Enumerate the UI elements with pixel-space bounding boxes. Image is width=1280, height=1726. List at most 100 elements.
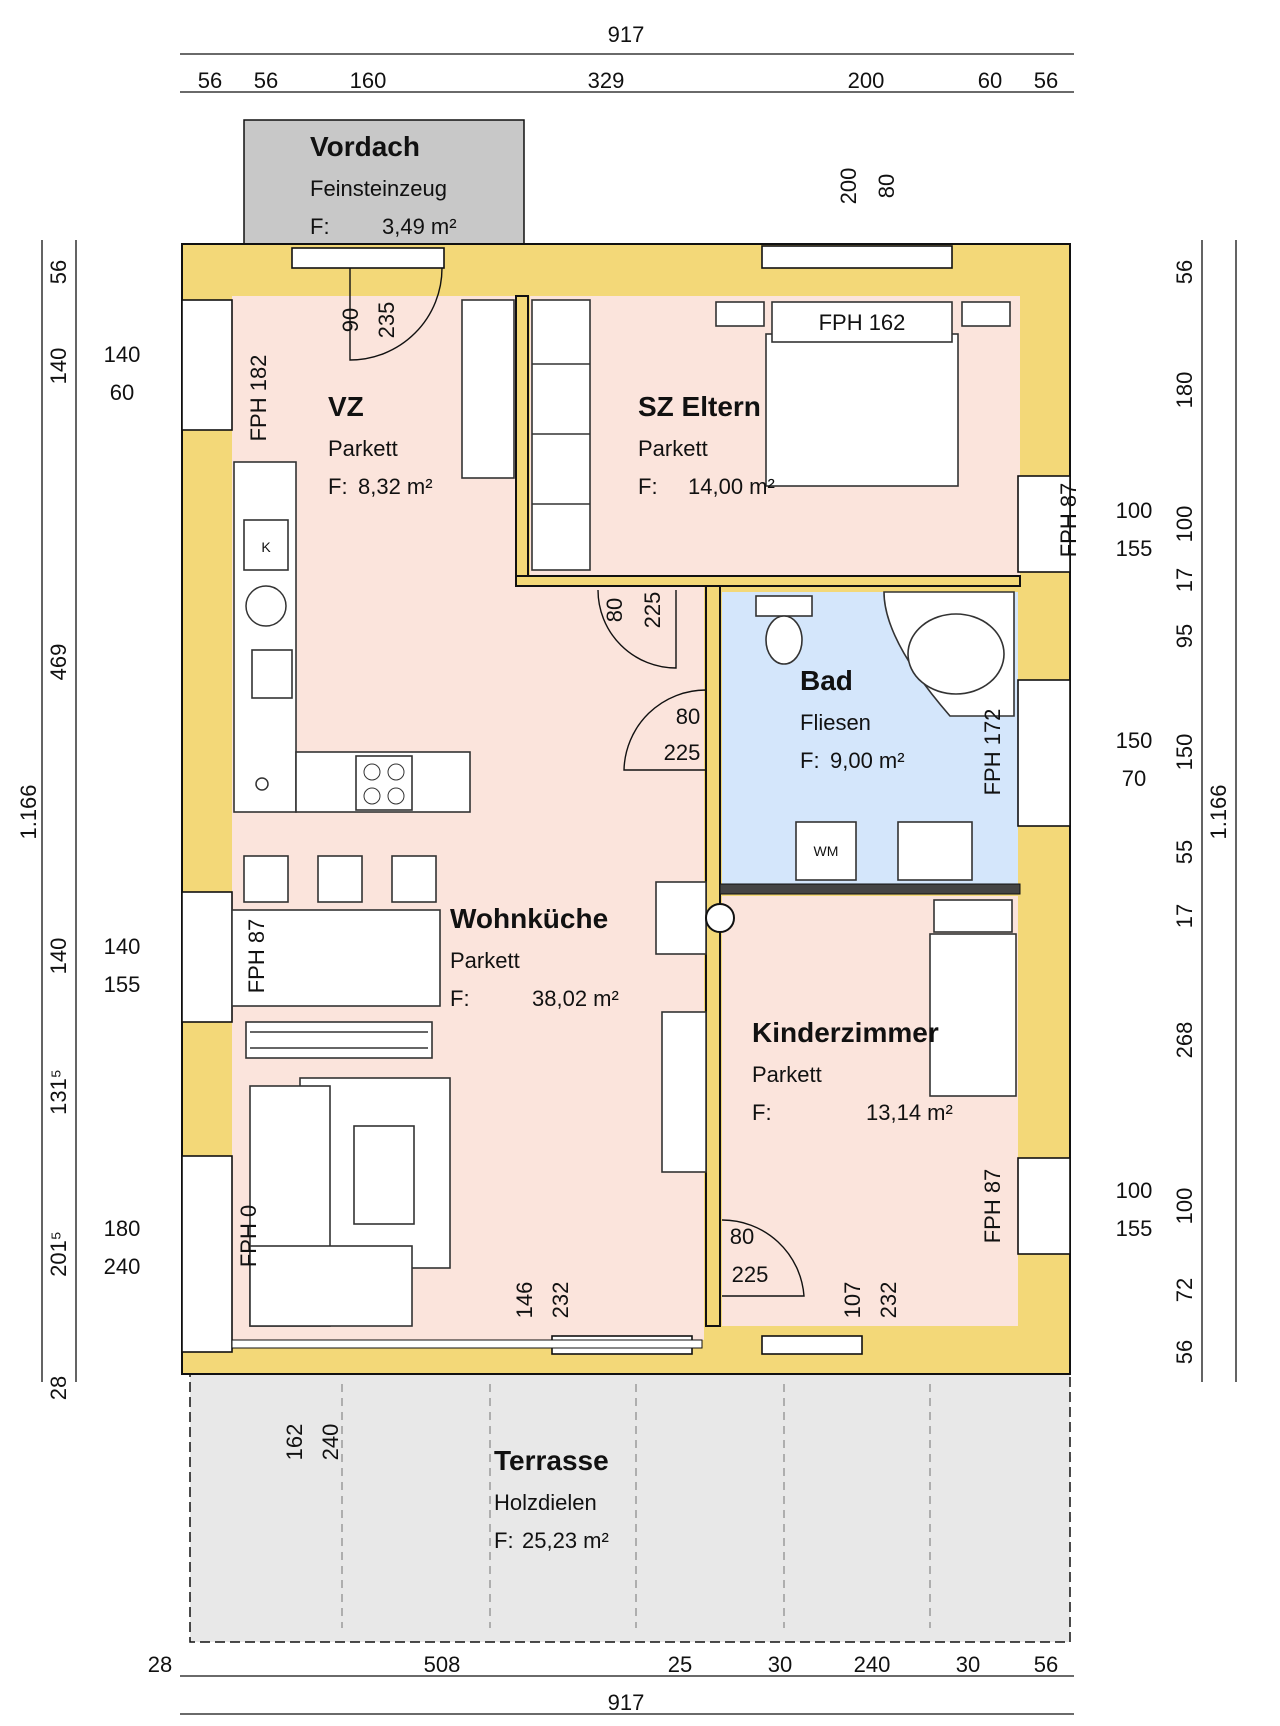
- svg-text:30: 30: [768, 1652, 792, 1677]
- window-right-3[interactable]: [1017, 1157, 1071, 1255]
- svg-text:25: 25: [668, 1652, 692, 1677]
- window-left-3[interactable]: [181, 1155, 233, 1353]
- terrace-door-2[interactable]: [761, 1335, 863, 1355]
- svg-text:3,49 m²: 3,49 m²: [382, 214, 457, 239]
- svg-text:95: 95: [1172, 624, 1197, 648]
- svg-text:28: 28: [46, 1376, 71, 1400]
- toilet: [755, 595, 813, 617]
- svg-text:508: 508: [424, 1652, 461, 1677]
- bathtub-basin: [907, 613, 1005, 695]
- sink-icon: [245, 585, 287, 627]
- svg-text:140: 140: [104, 934, 141, 959]
- window-right-2[interactable]: [1017, 679, 1071, 827]
- svg-text:70: 70: [1122, 766, 1146, 791]
- svg-text:155: 155: [1116, 1216, 1153, 1241]
- svg-text:F:: F:: [800, 748, 820, 773]
- svg-text:140: 140: [104, 342, 141, 367]
- room-vordach: Vordach Feinsteinzeug F: 3,49 m²: [310, 131, 457, 239]
- svg-text:Bad: Bad: [800, 665, 853, 696]
- nightstand-right: [961, 301, 1011, 327]
- svg-text:240: 240: [854, 1652, 891, 1677]
- svg-text:Fliesen: Fliesen: [800, 710, 871, 735]
- toilet-bowl: [765, 615, 803, 665]
- svg-text:F:: F:: [450, 986, 470, 1011]
- svg-text:107: 107: [840, 1282, 865, 1319]
- svg-text:100: 100: [1172, 506, 1197, 543]
- dining-table: [231, 909, 441, 1007]
- door-entry[interactable]: [349, 267, 443, 361]
- svg-text:56: 56: [46, 260, 71, 284]
- svg-text:56: 56: [1034, 68, 1058, 93]
- door-sz[interactable]: [597, 589, 677, 669]
- svg-text:150: 150: [1116, 728, 1153, 753]
- svg-text:100: 100: [1116, 1178, 1153, 1203]
- window-top-bed[interactable]: [761, 245, 953, 269]
- nightstand-left: [715, 301, 765, 327]
- dim-bottom-total: 917: [608, 1690, 645, 1715]
- door-bad[interactable]: [623, 689, 707, 771]
- washer: [795, 821, 857, 881]
- dims-bottom: 28 508 25 30 240 30 56 917: [148, 1652, 1058, 1715]
- svg-text:162: 162: [282, 1424, 307, 1461]
- window-left-2[interactable]: [181, 891, 233, 1023]
- room-vz: VZ Parkett F: 8,32 m²: [328, 391, 433, 499]
- tv-sideboard: [661, 1011, 707, 1173]
- oven: [251, 649, 293, 699]
- window-labels: 140 60 140 155 180 240 100 155 150 70 10…: [104, 168, 1153, 1279]
- svg-text:90: 90: [338, 308, 363, 332]
- washer-label: WM: [814, 843, 839, 859]
- svg-text:FPH 172: FPH 172: [980, 709, 1005, 796]
- svg-text:Parkett: Parkett: [752, 1062, 822, 1087]
- svg-text:25,23 m²: 25,23 m²: [522, 1528, 609, 1553]
- svg-text:9,00 m²: 9,00 m²: [830, 748, 905, 773]
- fridge-label: K: [261, 539, 271, 555]
- svg-text:235: 235: [374, 302, 399, 339]
- svg-text:80: 80: [676, 704, 700, 729]
- svg-text:72: 72: [1172, 1278, 1197, 1302]
- window-top-entry[interactable]: [291, 247, 445, 269]
- partition-bad-left: [705, 585, 721, 1327]
- svg-text:200: 200: [848, 68, 885, 93]
- svg-text:56: 56: [1034, 1652, 1058, 1677]
- door-kinder[interactable]: [721, 1219, 805, 1297]
- window-right-1[interactable]: [1017, 475, 1071, 573]
- svg-text:140: 140: [46, 938, 71, 975]
- svg-text:Parkett: Parkett: [328, 436, 398, 461]
- partition-sz-bottom: [515, 575, 1021, 587]
- room-kinderzimmer: Kinderzimmer Parkett F: 13,14 m²: [752, 1017, 953, 1125]
- svg-text:155: 155: [104, 972, 141, 997]
- cooktop: [355, 755, 413, 811]
- opening-labels: 90 235 80 225 80 225 80 225 146 232 107 …: [282, 302, 901, 1461]
- coffee-table: [353, 1125, 415, 1225]
- svg-text:180: 180: [104, 1216, 141, 1241]
- svg-text:240: 240: [104, 1254, 141, 1279]
- svg-text:131⁵: 131⁵: [46, 1069, 71, 1115]
- terrace-area: [189, 1371, 1071, 1643]
- chimney-flue-icon: [705, 903, 735, 933]
- svg-text:225: 225: [732, 1262, 769, 1287]
- stool-3: [391, 855, 437, 903]
- room-wohnkueche: Wohnküche Parkett F: 38,02 m²: [450, 903, 619, 1011]
- svg-text:60: 60: [978, 68, 1002, 93]
- svg-text:100: 100: [1116, 498, 1153, 523]
- stool-1: [243, 855, 289, 903]
- double-bed: [765, 333, 959, 487]
- dims-top: 917 56 56 160 329 200 60 56: [198, 22, 1058, 93]
- svg-text:469: 469: [46, 644, 71, 681]
- svg-text:FPH 182: FPH 182: [246, 355, 271, 442]
- svg-text:80: 80: [602, 598, 627, 622]
- partition-sz-left: [515, 295, 529, 587]
- svg-text:17: 17: [1172, 904, 1197, 928]
- sz-wardrobe: [531, 299, 591, 571]
- svg-text:Vordach: Vordach: [310, 131, 420, 162]
- partition-bad-bottom: [719, 883, 1021, 895]
- svg-text:55: 55: [1172, 840, 1197, 864]
- dim-lines: [41, 53, 1237, 1715]
- svg-text:Kinderzimmer: Kinderzimmer: [752, 1017, 939, 1048]
- svg-text:FPH 87: FPH 87: [244, 919, 269, 994]
- svg-text:13,14 m²: 13,14 m²: [866, 1100, 953, 1125]
- svg-text:150: 150: [1172, 734, 1197, 771]
- window-left-1[interactable]: [181, 299, 233, 431]
- svg-text:FPH 87: FPH 87: [980, 1169, 1005, 1244]
- svg-text:80: 80: [730, 1224, 754, 1249]
